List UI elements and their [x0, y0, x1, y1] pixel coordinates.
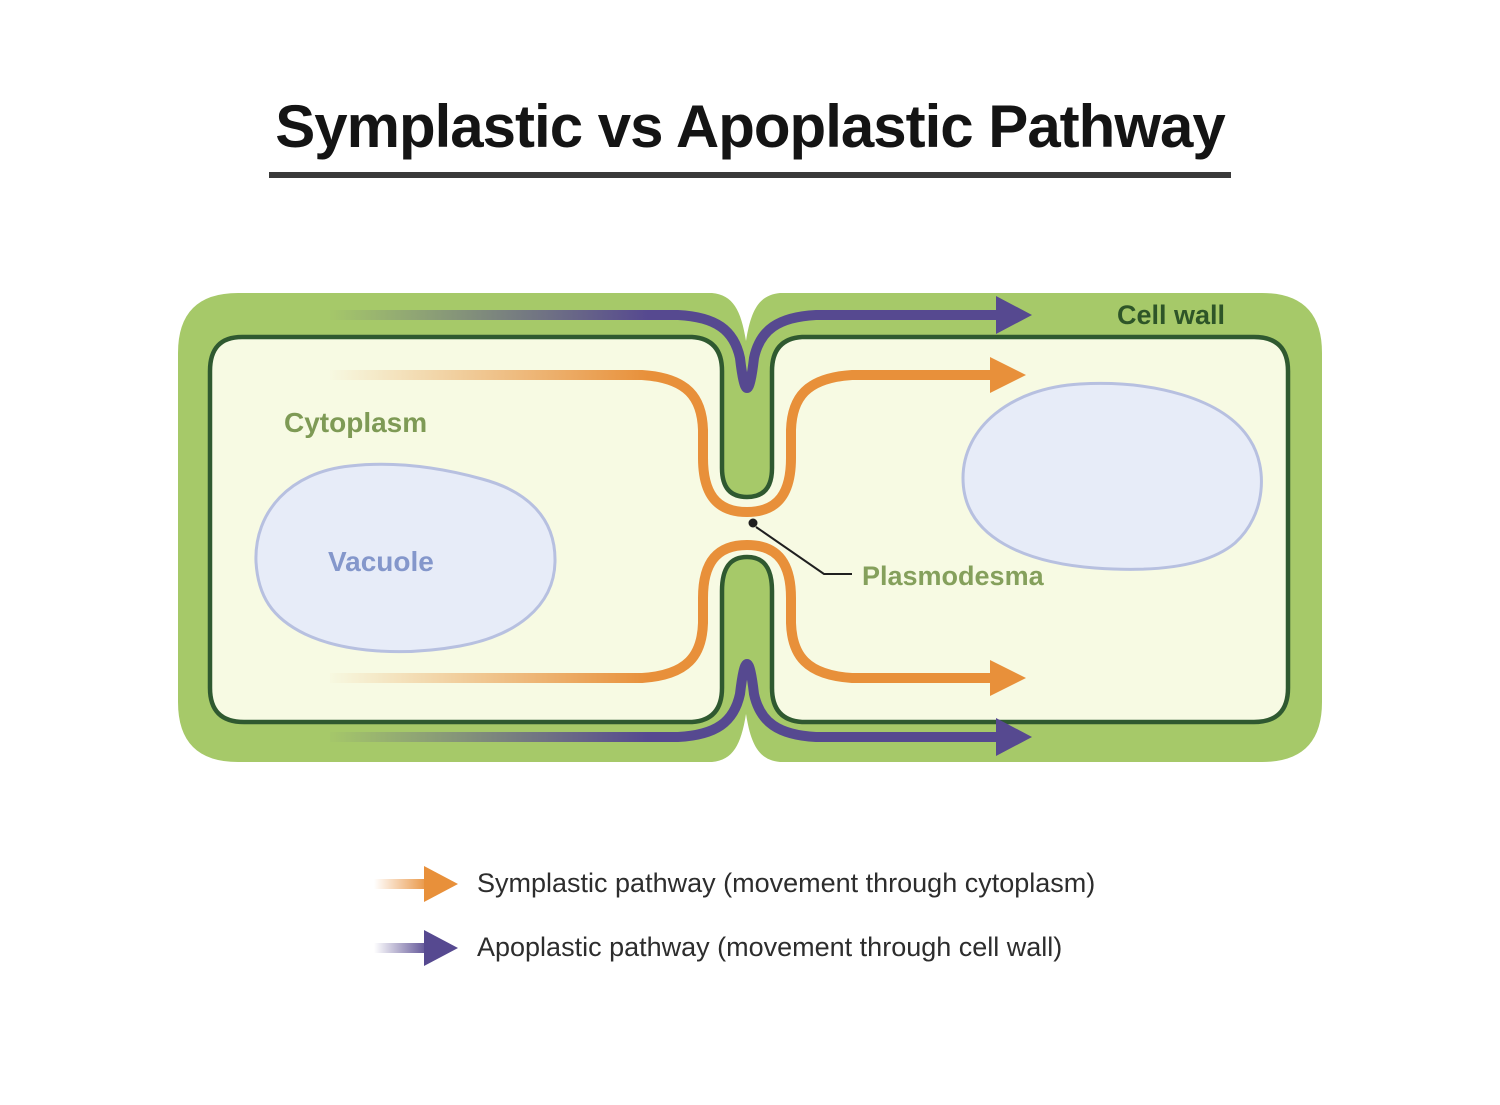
plasmodesma-dot [748, 518, 758, 528]
apoplastic-arrowhead-top [996, 296, 1032, 334]
symplastic-arrowhead-bottom [990, 660, 1026, 696]
vacuole-label: Vacuole [328, 546, 434, 577]
legend-item-symplastic: Symplastic pathway (movement through cyt… [477, 868, 1096, 898]
apoplastic-path-top [330, 310, 998, 393]
apoplastic-arrowhead-bottom [996, 718, 1032, 756]
symplastic-path-top [330, 370, 992, 518]
cell-wall-label: Cell wall [1117, 300, 1226, 330]
cytoplasm-label: Cytoplasm [284, 407, 428, 438]
page-title: Symplastic vs Apoplastic Pathway [269, 95, 1231, 178]
legend-symplastic-arrow-icon [374, 866, 458, 902]
legend-item-apoplastic: Apoplastic pathway (movement through cel… [477, 932, 1063, 962]
vacuole-left-shape [254, 462, 557, 654]
legend-apoplastic-arrow-icon [374, 930, 458, 966]
vacuole-right-shape [961, 381, 1263, 571]
plasmodesma-label: Plasmodesma [862, 561, 1044, 591]
symplastic-arrowhead-top [990, 357, 1026, 393]
plasmodesma-leader-line [755, 526, 852, 575]
title-block: Symplastic vs Apoplastic Pathway [0, 95, 1500, 178]
symplastic-path-bottom [330, 539, 992, 683]
apoplastic-path-bottom [330, 659, 998, 742]
